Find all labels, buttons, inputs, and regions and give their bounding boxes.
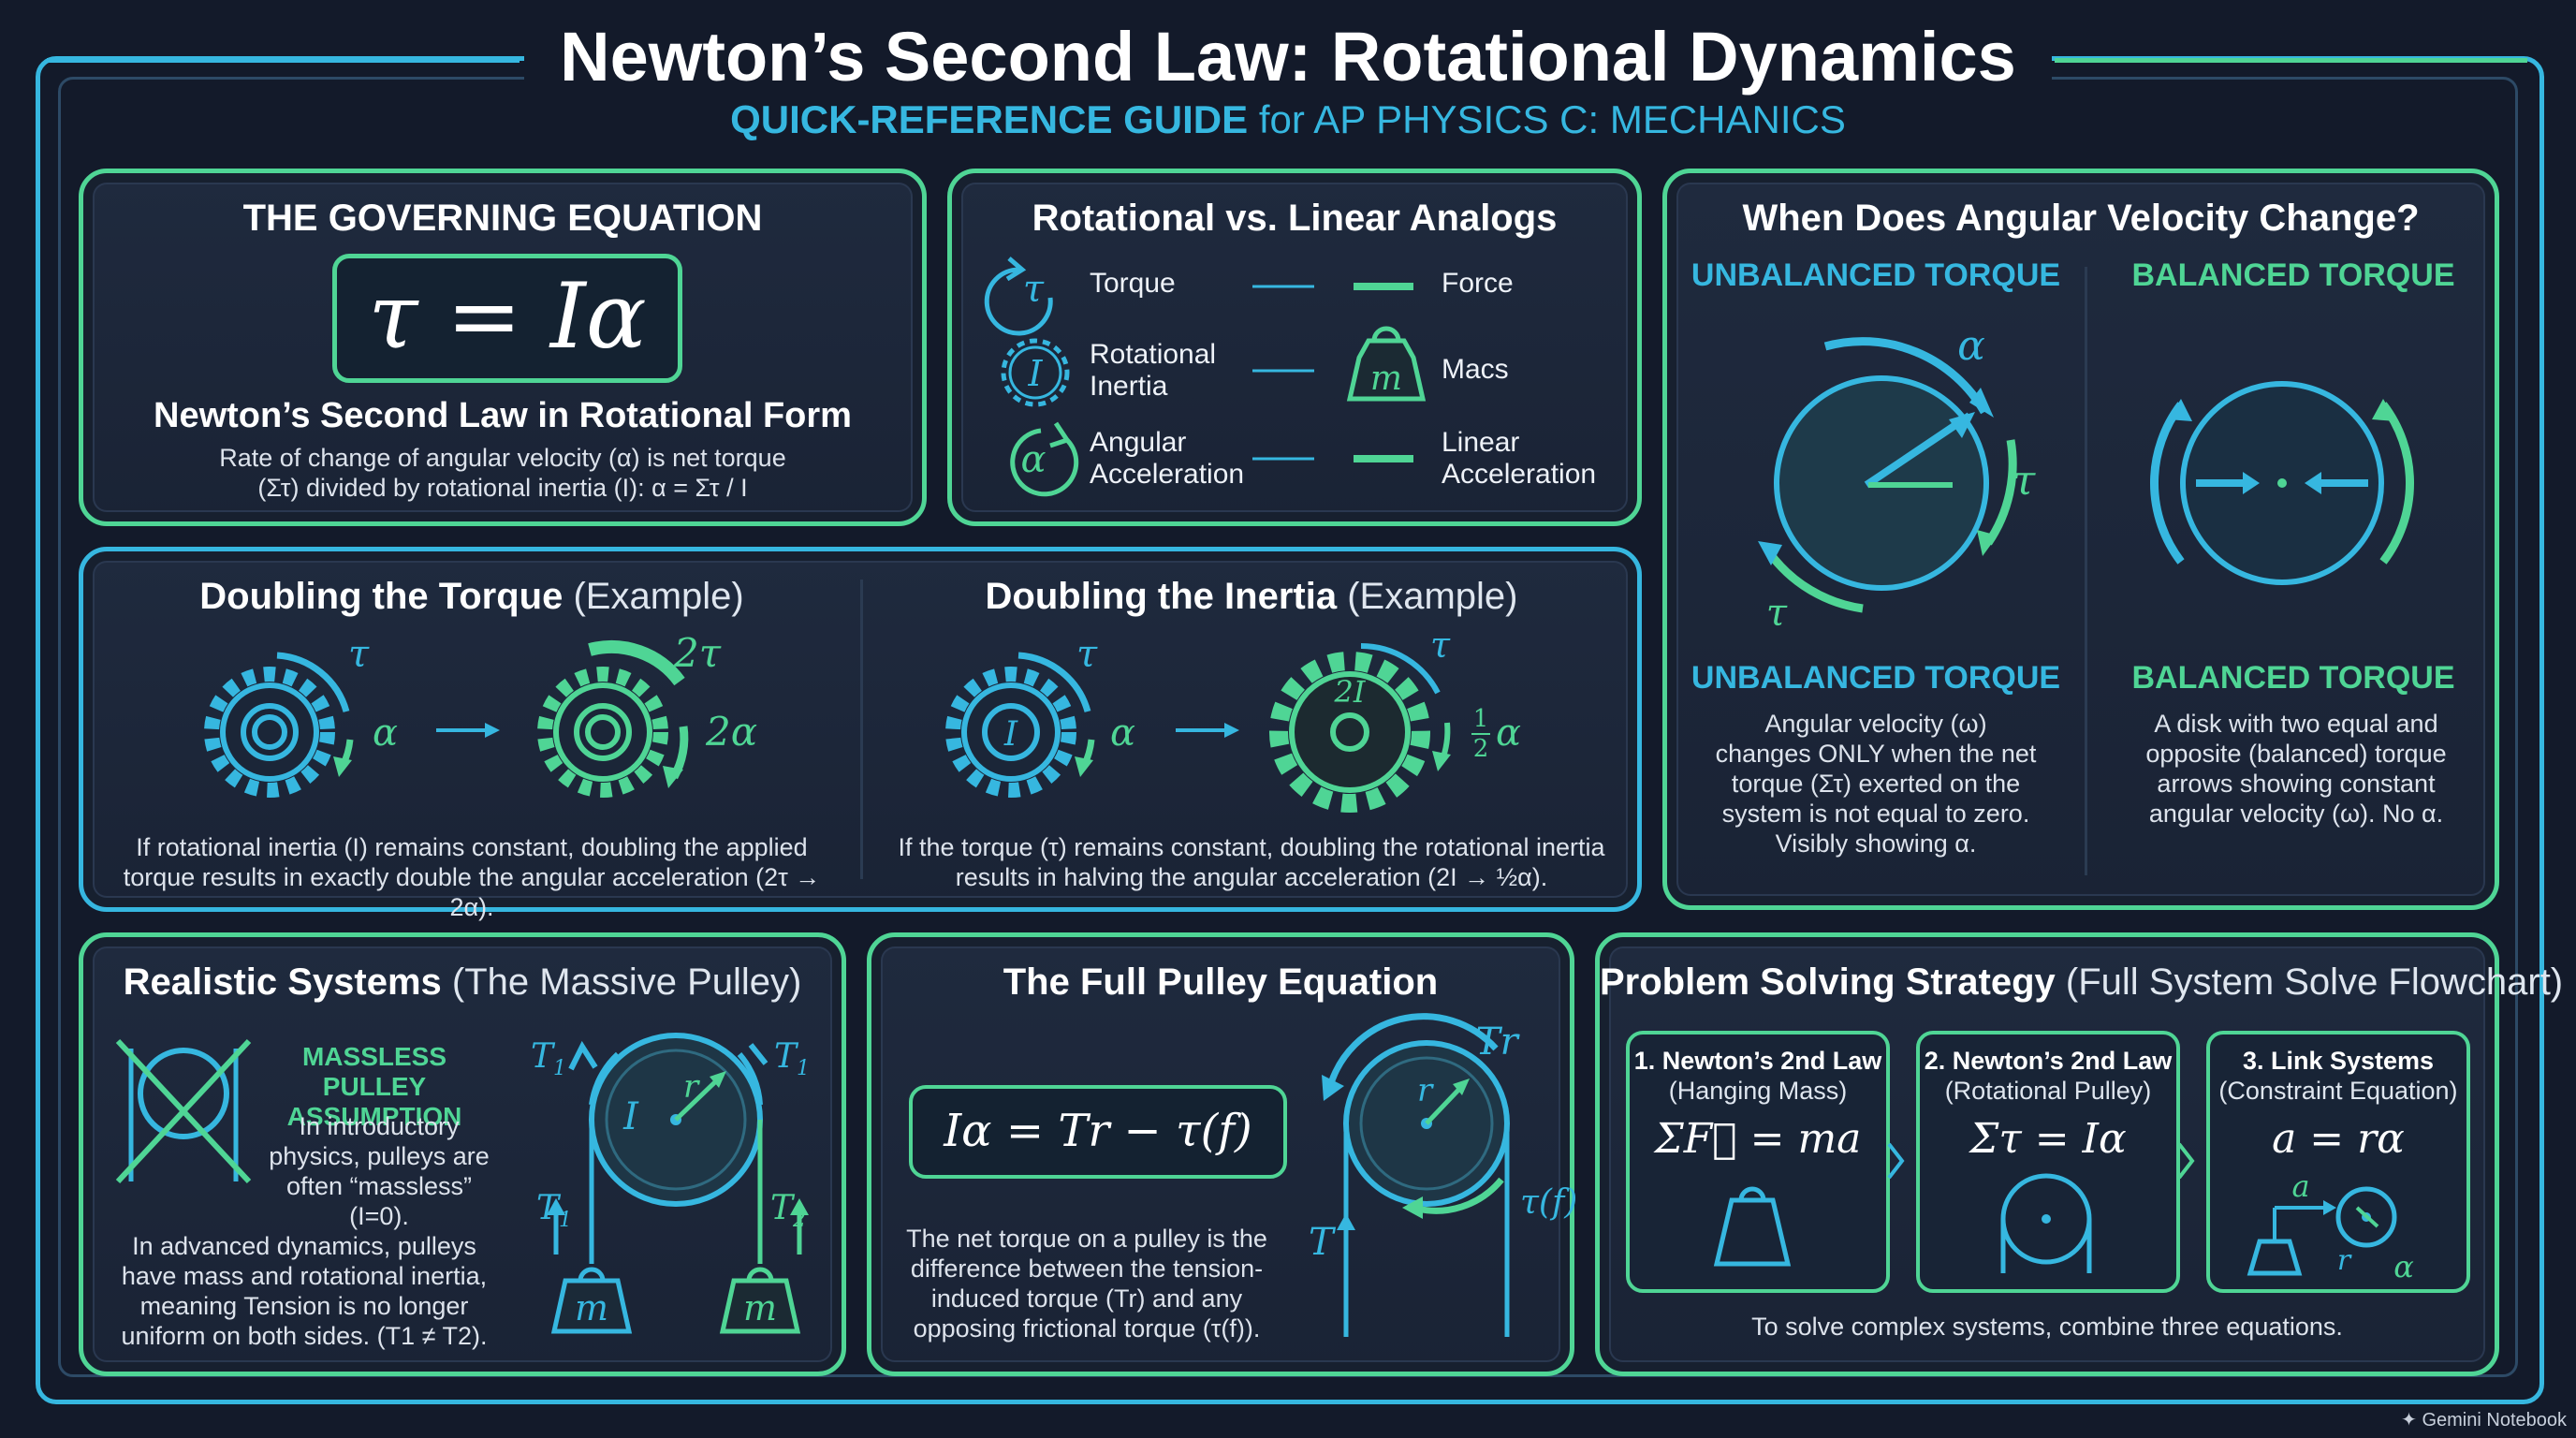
step-equation: a = rα (2272, 1115, 2405, 1163)
analog-linear-label: Linear Acceleration (1442, 427, 1597, 490)
gemini-star-icon: ✦ (2401, 1410, 2417, 1431)
doubling-panel: Doubling the Torque (Example) Doubling t… (79, 547, 1642, 921)
step-subheading: (Rotational Pulley) (1944, 1077, 2152, 1105)
step-equation: Στ = Iα (1969, 1115, 2127, 1163)
panel-title: When Does Angular Velocity Change? (1742, 198, 2420, 239)
subtitle-bold: QUICK-REFERENCE GUIDE (730, 97, 1249, 141)
massless-heading: MASSLESS PULLEY ASSUMPTION (286, 1042, 462, 1131)
subtitle-rest: for AP PHYSICS C: MECHANICS (1248, 97, 1846, 141)
title-suffix: (Full System Solve Flowchart) (2055, 961, 2564, 1003)
step-heading: 3. Link Systems (2242, 1047, 2435, 1075)
balanced-heading: BALANCED TORQUE (2131, 257, 2455, 293)
step-subheading: (Constraint Equation) (2218, 1077, 2458, 1105)
doubling-inertia-title: Doubling the Inertia (Example) (863, 576, 1640, 618)
page-subtitle: QUICK-REFERENCE GUIDE for AP PHYSICS C: … (0, 97, 2576, 142)
balanced-text: A disk with two equal and opposite (bala… (2145, 710, 2447, 828)
doubling-inertia-text: If the torque (τ) remains constant, doub… (898, 833, 1605, 891)
analog-linear-label: Macs (1442, 354, 1509, 385)
title-backdrop (524, 37, 2052, 140)
full-pulley-text: The net torque on a pulley is the differ… (906, 1225, 1267, 1343)
strategy-panel: Problem Solving Strategy (Full System So… (1595, 932, 2563, 1376)
doubling-torque-title: Doubling the Torque (Example) (83, 576, 860, 618)
full-pulley-panel: The Full Pulley Equation Iα = Tr − τ(f) … (867, 932, 1574, 1376)
analog-rotational-label: Torque (1090, 268, 1176, 299)
strategy-step-3: 3. Link Systems (Constraint Equation) a … (2206, 1031, 2470, 1293)
strategy-step-2: 2. Newton’s 2nd Law (Rotational Pulley) … (1916, 1031, 2180, 1293)
analog-rotational-label: Rotational Inertia (1090, 339, 1217, 402)
column-divider (2085, 267, 2087, 875)
title-main: Doubling the Torque (199, 576, 564, 617)
branding: ✦ Gemini Notebook (2401, 1408, 2567, 1431)
governing-equation-box: τ = Iα (332, 254, 682, 383)
title-main: Realistic Systems (123, 961, 442, 1003)
doubling-torque-text: If rotational inertia (I) remains consta… (123, 833, 821, 921)
panel-title: THE GOVERNING EQUATION (242, 198, 763, 239)
strategy-footer: To solve complex systems, combine three … (1751, 1313, 2343, 1341)
page-title: Newton’s Second Law: Rotational Dynamics (560, 18, 2016, 95)
unbalanced-heading: UNBALANCED TORQUE (1690, 257, 2061, 293)
unbalanced-text: Angular velocity (ω) changes ONLY when t… (1715, 710, 2037, 858)
title-main: Problem Solving Strategy (1600, 961, 2056, 1003)
title-main: Doubling the Inertia (985, 576, 1338, 617)
governing-equation-panel: THE GOVERNING EQUATION τ = Iα Newton’s S… (79, 169, 927, 526)
angular-change-panel: When Does Angular Velocity Change? UNBAL… (1662, 169, 2499, 910)
panel-title: The Full Pulley Equation (1003, 961, 1439, 1003)
step-subheading: (Hanging Mass) (1668, 1077, 1848, 1105)
balanced-label: BALANCED TORQUE (2131, 660, 2455, 696)
title-suffix: (The Massive Pulley) (441, 961, 802, 1003)
realistic-systems-panel: Realistic Systems (The Massive Pulley) M… (79, 932, 846, 1376)
title-suffix: (Example) (1337, 576, 1518, 617)
header-rule-left (47, 58, 520, 63)
realistic-title: Realistic Systems (The Massive Pulley) (83, 961, 842, 1004)
strategy-step-1: 1. Newton’s 2nd Law (Hanging Mass) ΣF⃗ =… (1626, 1031, 1890, 1293)
governing-description: Rate of change of angular velocity (α) i… (219, 444, 786, 502)
analog-linear-label: Force (1442, 268, 1514, 299)
step-heading: 2. Newton’s 2nd Law (1924, 1047, 2173, 1075)
advanced-text: In advanced dynamics, pulleys have mass … (121, 1232, 488, 1350)
governing-heading: Newton’s Second Law in Rotational Form (154, 396, 852, 435)
unbalanced-label: UNBALANCED TORQUE (1690, 660, 2061, 696)
pulley-equation-box: Iα = Tr − τ(f) (909, 1085, 1287, 1179)
header-rule-right (2055, 58, 2527, 63)
branding-text: Gemini Notebook (2422, 1410, 2567, 1431)
title-suffix: (Example) (563, 576, 744, 617)
step-equation: ΣF⃗ = ma (1654, 1115, 1862, 1163)
strategy-title: Problem Solving Strategy (Full System So… (1600, 961, 2563, 1004)
analogs-panel: Rotational vs. Linear Analogs (947, 169, 1642, 526)
massless-text: In introductory physics, pulleys are oft… (269, 1112, 490, 1230)
step-heading: 1. Newton’s 2nd Law (1633, 1047, 1882, 1075)
analog-rotational-label: Angular Acceleration (1090, 427, 1245, 490)
doubling-divider (860, 580, 863, 879)
panel-title: Rotational vs. Linear Analogs (1032, 198, 1558, 239)
